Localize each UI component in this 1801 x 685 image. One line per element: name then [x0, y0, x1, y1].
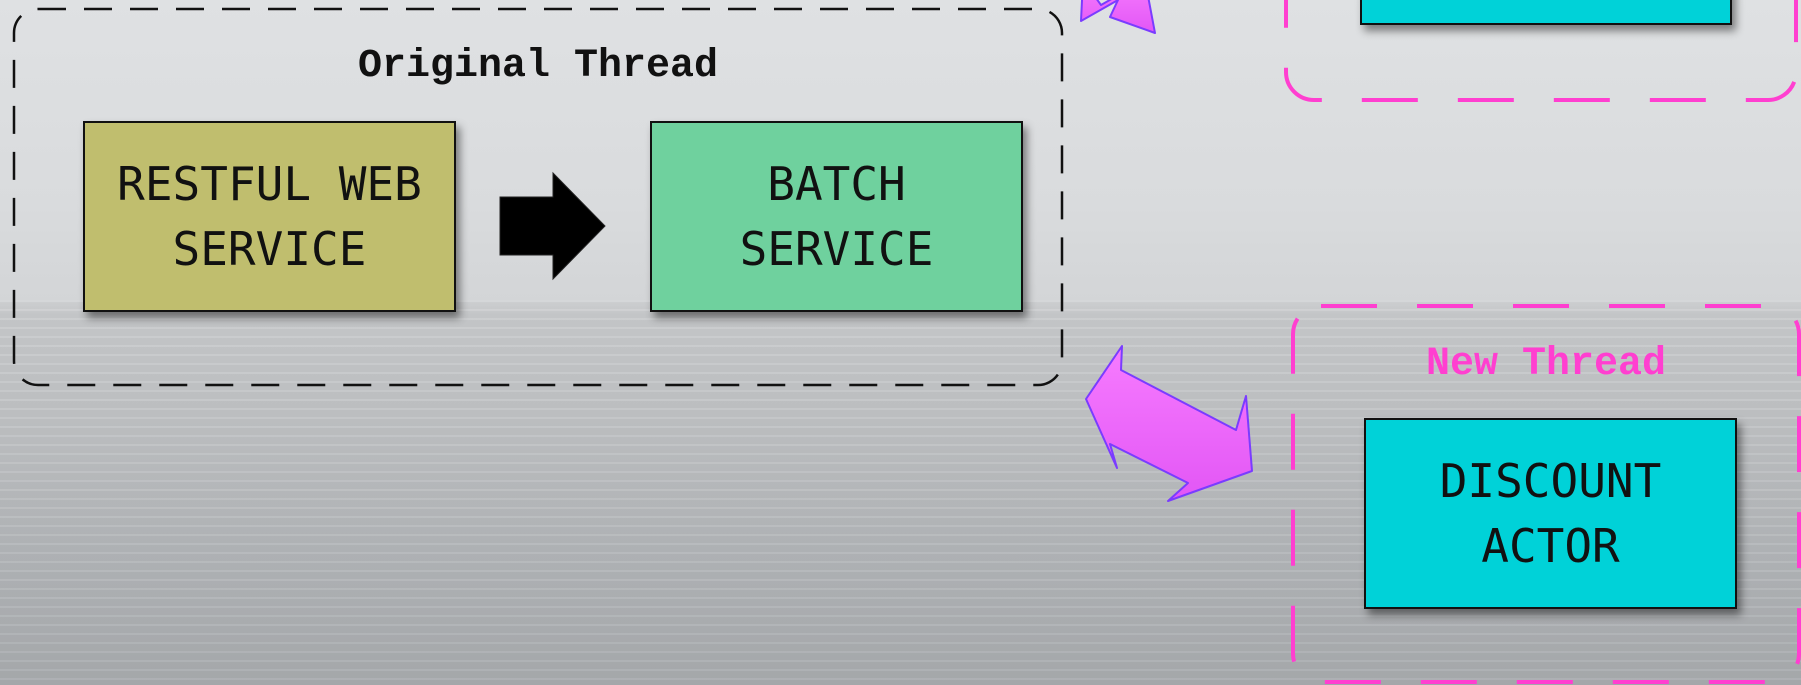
discount-label-line2: ACTOR	[1481, 518, 1620, 573]
discount-label-line1: DISCOUNT	[1439, 453, 1662, 508]
upper-actor-box	[1360, 0, 1732, 25]
restful-label-line1: RESTFUL WEB	[117, 156, 422, 211]
double-headed-arrow-icon	[1080, 0, 1156, 34]
double-headed-arrow-icon	[1085, 345, 1253, 502]
batch-label-line2: SERVICE	[739, 221, 934, 276]
batch-label-line1: BATCH	[767, 156, 906, 211]
original-thread-frame	[12, 7, 1064, 387]
right-arrow-icon	[499, 171, 606, 281]
new-thread-title: New Thread	[1425, 342, 1667, 387]
new-thread-group: New Thread	[1293, 306, 1799, 682]
restful-label-line2: SERVICE	[172, 221, 367, 276]
new-thread-frame	[1291, 304, 1801, 684]
discount-actor-box: DISCOUNT ACTOR	[1364, 418, 1737, 609]
original-thread-title: Original Thread	[357, 44, 719, 89]
restful-web-service-box: RESTFUL WEB SERVICE	[83, 121, 456, 312]
original-thread-group: Original Thread	[14, 9, 1062, 385]
batch-service-box: BATCH SERVICE	[650, 121, 1023, 312]
